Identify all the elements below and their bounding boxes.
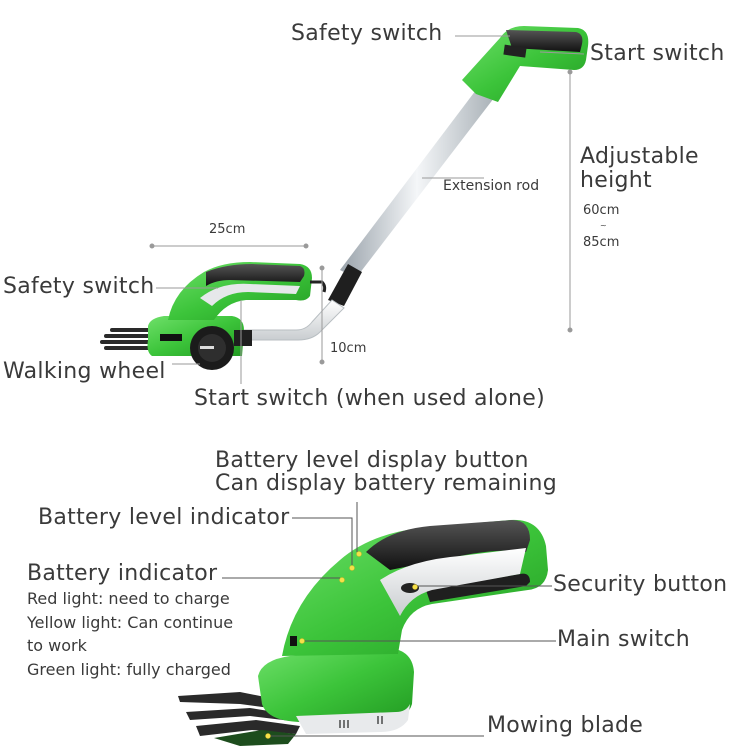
label-wheel-height-10cm: 10cm — [330, 341, 367, 356]
label-adjustable-height-1: Adjustable — [580, 144, 699, 169]
label-main-switch: Main switch — [557, 627, 691, 652]
label-battery-level-indicator: Battery level indicator — [38, 505, 290, 530]
label-green-light: Green light: fully charged — [27, 660, 231, 679]
label-height-range-sep: ~ — [600, 221, 607, 230]
label-height-max: 85cm — [583, 235, 620, 250]
label-walking-wheel: Walking wheel — [3, 359, 166, 384]
label-extension-rod: Extension rod — [443, 178, 540, 194]
label-start-switch-alone: Start switch (when used alone) — [194, 386, 545, 411]
label-adjustable-height-2: height — [580, 168, 652, 193]
label-battery-display-button: Battery level display button — [215, 448, 529, 473]
label-security-button: Security button — [553, 572, 728, 597]
label-width-25cm: 25cm — [209, 222, 246, 237]
label-height-min: 60cm — [583, 203, 620, 218]
label-battery-indicator: Battery indicator — [27, 561, 218, 586]
label-battery-display-desc: Can display battery remaining — [215, 471, 557, 496]
label-red-light: Red light: need to charge — [27, 589, 230, 608]
label-safety-switch-top: Safety switch — [291, 21, 443, 46]
small-shear-drawing — [100, 262, 327, 370]
label-yellow-light-2: to work — [27, 636, 87, 655]
extension-rod-drawing — [235, 26, 589, 341]
label-mowing-blade: Mowing blade — [487, 713, 644, 738]
label-safety-switch-side: Safety switch — [3, 274, 155, 299]
label-yellow-light-1: Yellow light: Can continue — [27, 613, 234, 632]
label-start-switch-top: Start switch — [590, 41, 725, 66]
